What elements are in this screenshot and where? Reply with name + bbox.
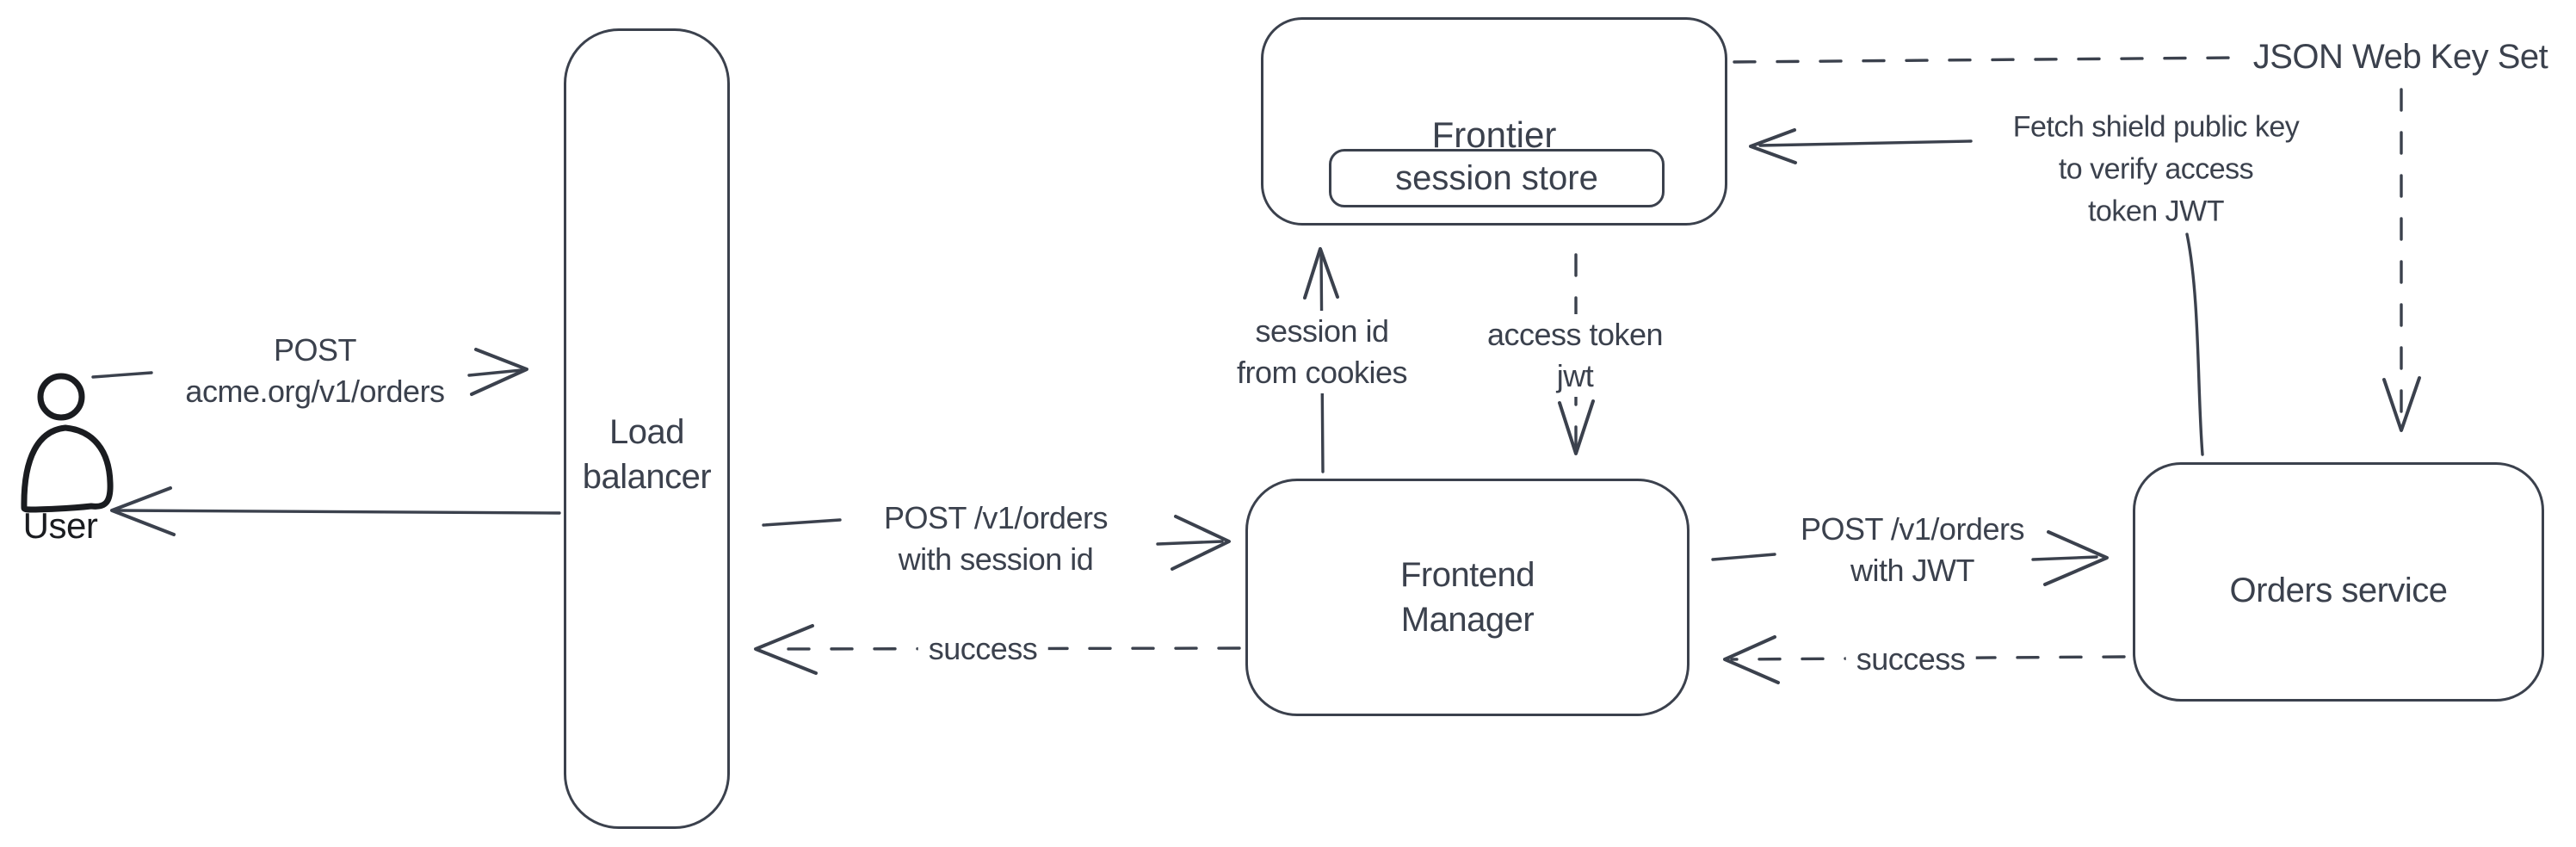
edge-label-post-orders-session-id-line1: POST /v1/orders: [884, 500, 1108, 535]
label-json-web-key-set: JSON Web Key Set: [2242, 36, 2559, 77]
edge-label-post-orders-jwt-line1: POST /v1/orders: [1801, 511, 2024, 547]
arrow-jwks-to-orders-service: [2382, 88, 2421, 432]
arrow-loadbalancer-to-frontend-manager: [762, 515, 1231, 571]
arrow-loadbalancer-to-user: [110, 486, 561, 536]
node-frontend-manager-label-line2: Manager: [1400, 601, 1535, 639]
node-frontier-title: Frontier: [1431, 114, 1557, 155]
edge-label-session-id-from-cookies: session id from cookies: [1226, 311, 1418, 393]
node-orders-service: Orders service: [2133, 462, 2544, 702]
edge-label-success-loadbalancer: success: [917, 628, 1048, 670]
edge-label-access-token-line2: jwt: [1556, 358, 1594, 393]
edge-label-post-orders-jwt: POST /v1/orders with JWT: [1790, 509, 2035, 591]
edge-label-success-orders-text: success: [1856, 641, 1966, 677]
edge-label-access-token-jwt: access token jwt: [1476, 314, 1674, 397]
arrow-user-to-loadbalancer: [91, 348, 528, 396]
edge-label-post-acme-orders-line1: POST: [273, 332, 357, 368]
edge-label-post-acme-orders: POST acme.org/v1/orders: [175, 330, 454, 412]
node-orders-service-label-text: Orders service: [2229, 572, 2448, 609]
node-load-balancer: Load balancer: [564, 28, 730, 829]
label-user-text: User: [22, 505, 98, 546]
node-frontend-manager: Frontend Manager: [1245, 479, 1690, 716]
node-frontend-manager-label: Frontend Manager: [1400, 553, 1535, 642]
edge-label-post-orders-jwt-line2: with JWT: [1850, 553, 1974, 588]
edge-label-post-acme-orders-line2: acme.org/v1/orders: [185, 374, 445, 409]
node-session-store-label: session store: [1395, 158, 1598, 197]
node-session-store: session store: [1329, 149, 1665, 207]
label-json-web-key-set-text: JSON Web Key Set: [2252, 38, 2548, 76]
edge-label-fetch-key-line1: Fetch shield public key: [2012, 110, 2300, 144]
arrow-frontend-manager-to-orders-service: [1711, 530, 2109, 586]
edge-label-session-id-line2: from cookies: [1236, 355, 1408, 390]
edge-label-post-orders-session-id: POST /v1/orders with session id: [874, 498, 1118, 580]
node-frontend-manager-label-line1: Frontend: [1399, 556, 1535, 594]
edge-label-fetch-key-line3: token JWT: [2088, 195, 2224, 228]
edge-label-post-orders-session-id-line2: with session id: [898, 541, 1094, 577]
node-load-balancer-label-line1: Load: [609, 413, 684, 451]
node-load-balancer-label: Load balancer: [582, 410, 712, 499]
edge-label-fetch-shield-public-key: Fetch shield public key to verify access…: [2002, 106, 2310, 233]
edge-label-success-orders: success: [1845, 639, 1976, 680]
arrow-orders-service-to-frontier-fetch-key: [1749, 128, 2204, 456]
edge-label-access-token-line1: access token: [1486, 317, 1664, 352]
node-orders-service-label: Orders service: [2229, 568, 2448, 613]
edge-label-session-id-line1: session id: [1255, 313, 1389, 349]
edge-label-fetch-key-line2: to verify access: [2058, 152, 2254, 186]
node-load-balancer-label-line2: balancer: [582, 458, 712, 496]
node-frontier: Frontier session store: [1261, 17, 1727, 226]
person-icon: [21, 373, 114, 513]
edge-label-success-loadbalancer-text: success: [928, 631, 1038, 666]
line-frontier-to-jwks: [1733, 56, 2238, 64]
label-user: User: [23, 505, 98, 547]
arrow-orders-service-to-frontend-manager-success: [1723, 635, 2126, 684]
